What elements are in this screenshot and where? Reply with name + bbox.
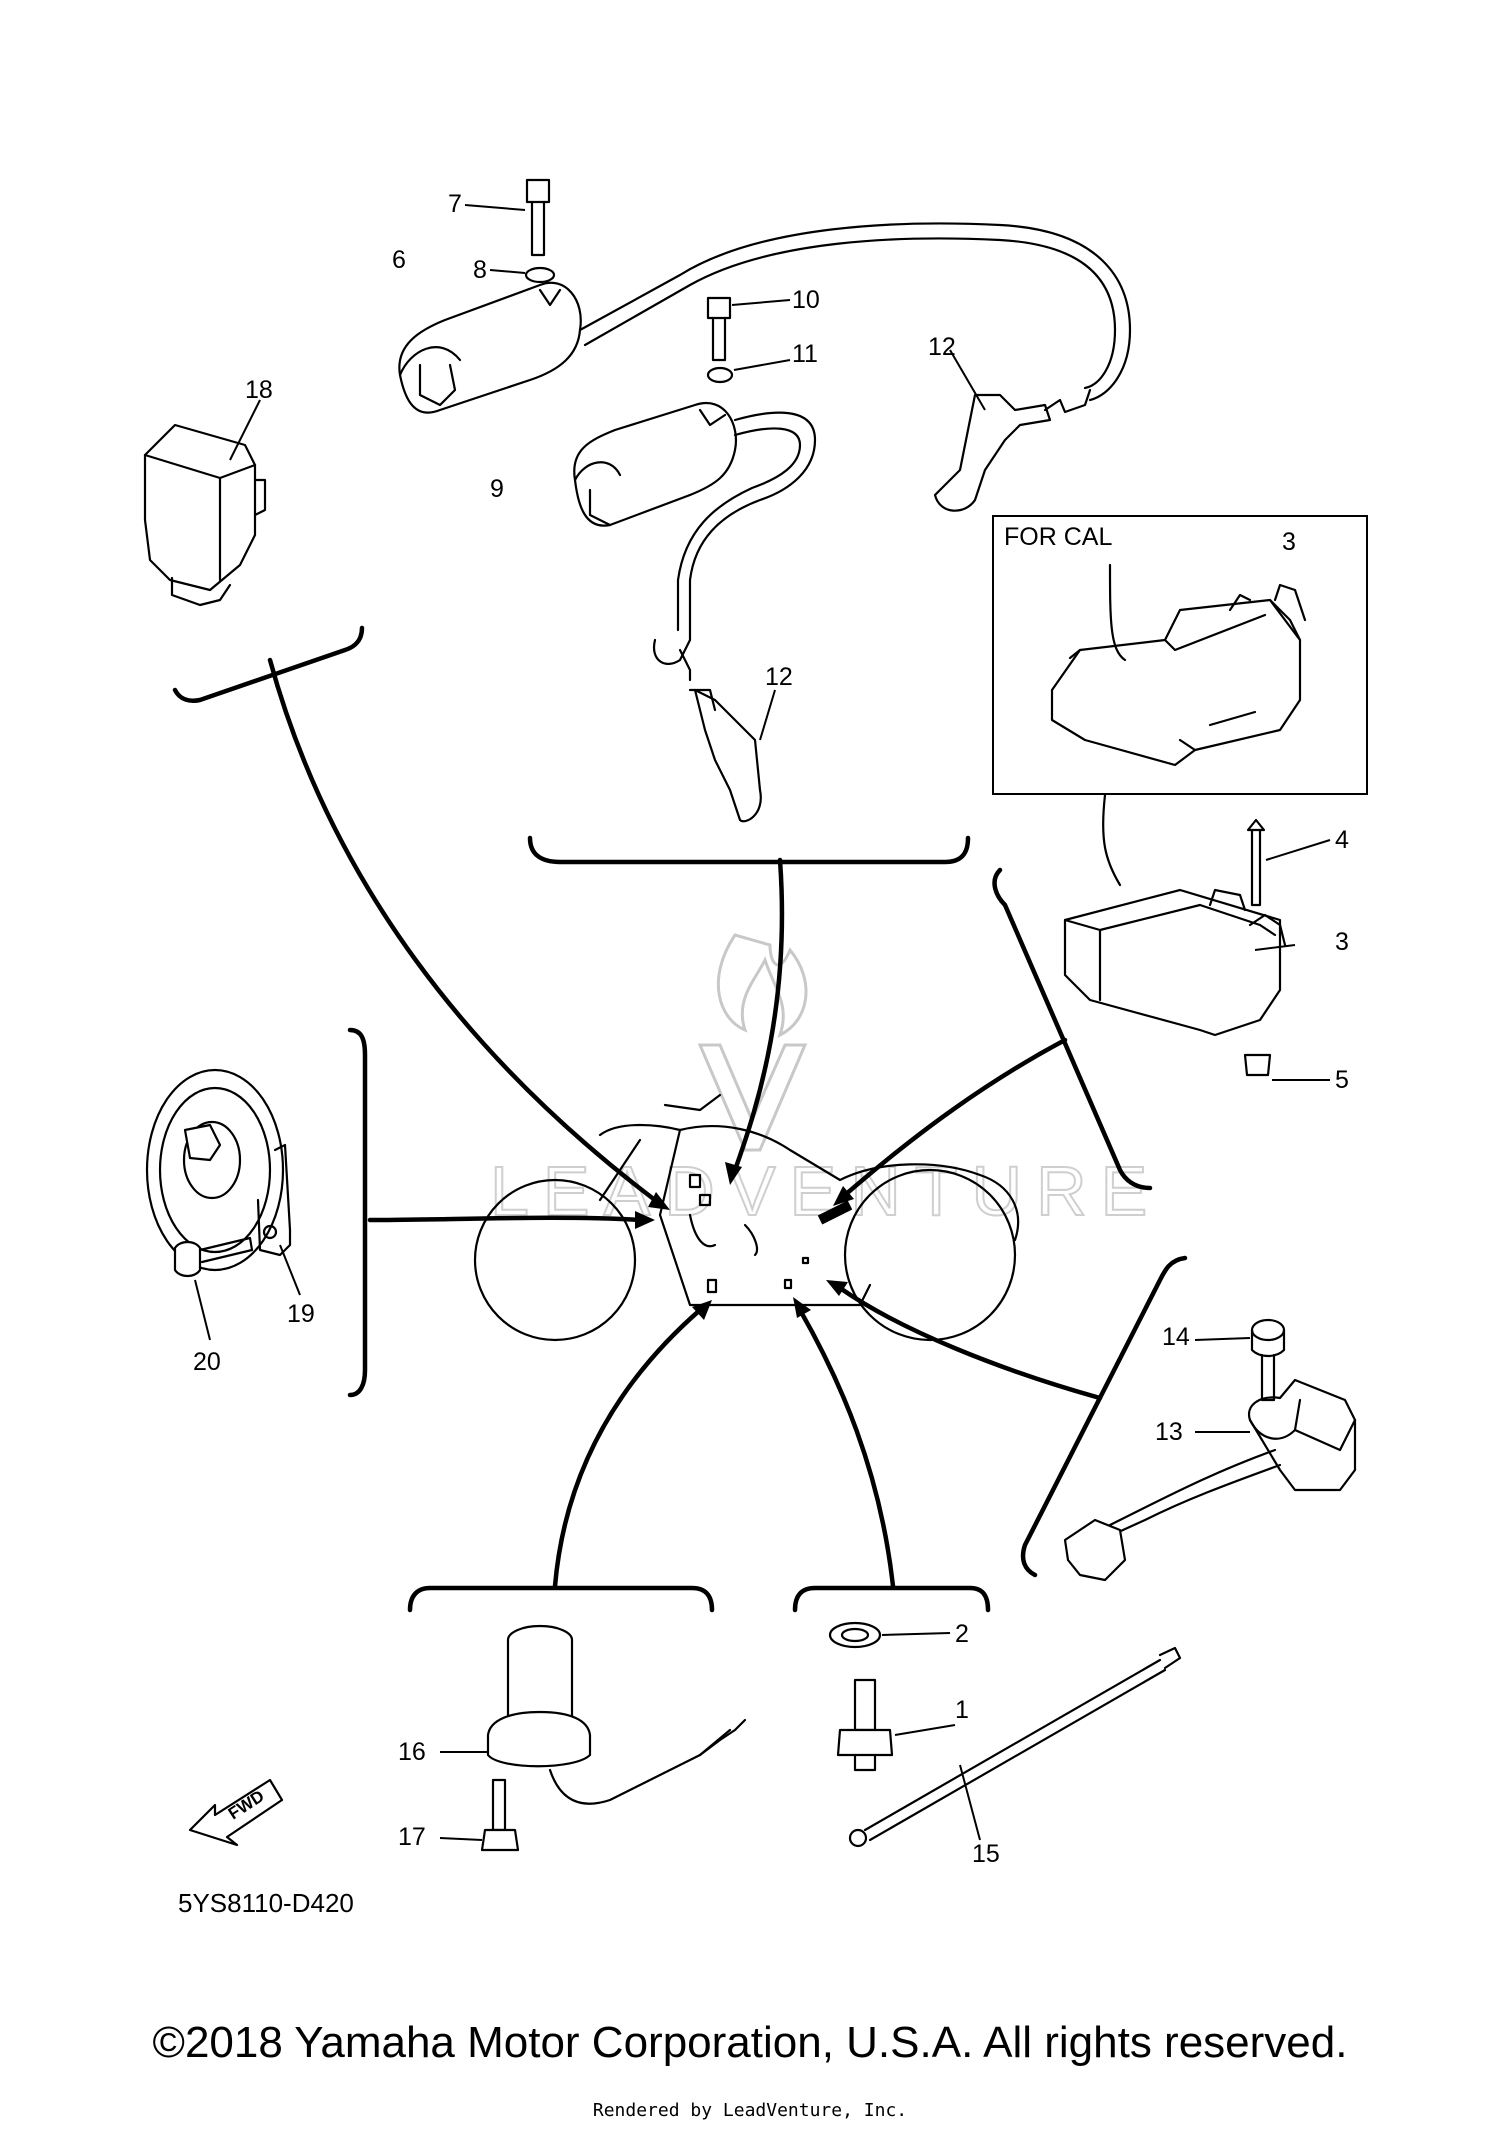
part-label-4: 4	[1335, 826, 1349, 854]
horn-bolt	[173, 1236, 254, 1341]
ignition-coil-1	[398, 222, 1132, 414]
coil-2-bolt	[706, 296, 791, 362]
fwd-arrow-icon: FWD	[188, 1778, 284, 1847]
part-label-3: 3	[1335, 928, 1349, 956]
actuator-bolt	[439, 1778, 520, 1852]
ecu-unit	[1063, 888, 1296, 1037]
part-label-8: 8	[473, 256, 487, 284]
coil-2-washer	[706, 359, 791, 384]
part-label-1: 1	[955, 1696, 969, 1724]
rendered-by-note: Rendered by LeadVenture, Inc.	[592, 2100, 908, 2121]
lead-wire-15	[848, 1646, 1182, 1848]
part-label-13: 13	[1155, 1418, 1183, 1446]
part-label-11: 11	[792, 340, 818, 368]
gasket-2	[828, 1621, 951, 1649]
ignition-coil-2	[573, 402, 817, 682]
horn	[145, 1068, 301, 1296]
part-label-15: 15	[972, 1840, 1000, 1868]
part-label-9: 9	[490, 475, 504, 503]
part-label-14: 14	[1162, 1323, 1190, 1351]
part-label-6: 6	[392, 246, 406, 274]
callout-arrows	[267, 657, 1103, 1589]
for-cal-inset: FOR CAL	[992, 515, 1368, 887]
relay-unit	[143, 399, 267, 607]
part-label-16: 16	[398, 1738, 426, 1766]
part-label-17: 17	[398, 1823, 426, 1851]
part-label-2: 2	[955, 1620, 969, 1648]
part-label-20: 20	[193, 1348, 221, 1376]
part-label-12-upper: 12	[928, 333, 956, 361]
part-label-5: 5	[1335, 1066, 1349, 1094]
plug-cap-lower	[688, 688, 776, 823]
part-label-7: 7	[448, 190, 462, 218]
part-number-labels: 1 2 3 3 4 5 6 7 8 9 10 11 12 12 13 14 15…	[193, 190, 1349, 1868]
part-label-10: 10	[792, 286, 820, 314]
ecu-screw	[1246, 818, 1331, 907]
part-label-19: 19	[287, 1300, 315, 1328]
part-label-3-inset: 3	[1282, 528, 1296, 556]
coil-1-washer	[489, 266, 556, 284]
switch-1	[836, 1678, 956, 1772]
sensor-bolt	[1194, 1318, 1286, 1402]
sensor-13	[1063, 1378, 1357, 1582]
diagram-code: 5YS8110-D420	[178, 1888, 354, 1918]
part-label-18: 18	[245, 376, 273, 404]
group-brackets	[172, 625, 1188, 1613]
motorcycle-silhouette	[473, 1093, 1020, 1342]
watermark-logo: LEADVENTURE	[489, 933, 1148, 1231]
part-label-12-lower: 12	[765, 663, 793, 691]
inset-label: FOR CAL	[1004, 523, 1112, 551]
actuator-16	[440, 1624, 747, 1805]
ecu-grommet	[1243, 1053, 1330, 1081]
copyright-notice: ©2018 Yamaha Motor Corporation, U.S.A. A…	[152, 2018, 1348, 2067]
coil-1-bolt	[464, 178, 551, 257]
plug-cap-upper	[933, 349, 1092, 512]
